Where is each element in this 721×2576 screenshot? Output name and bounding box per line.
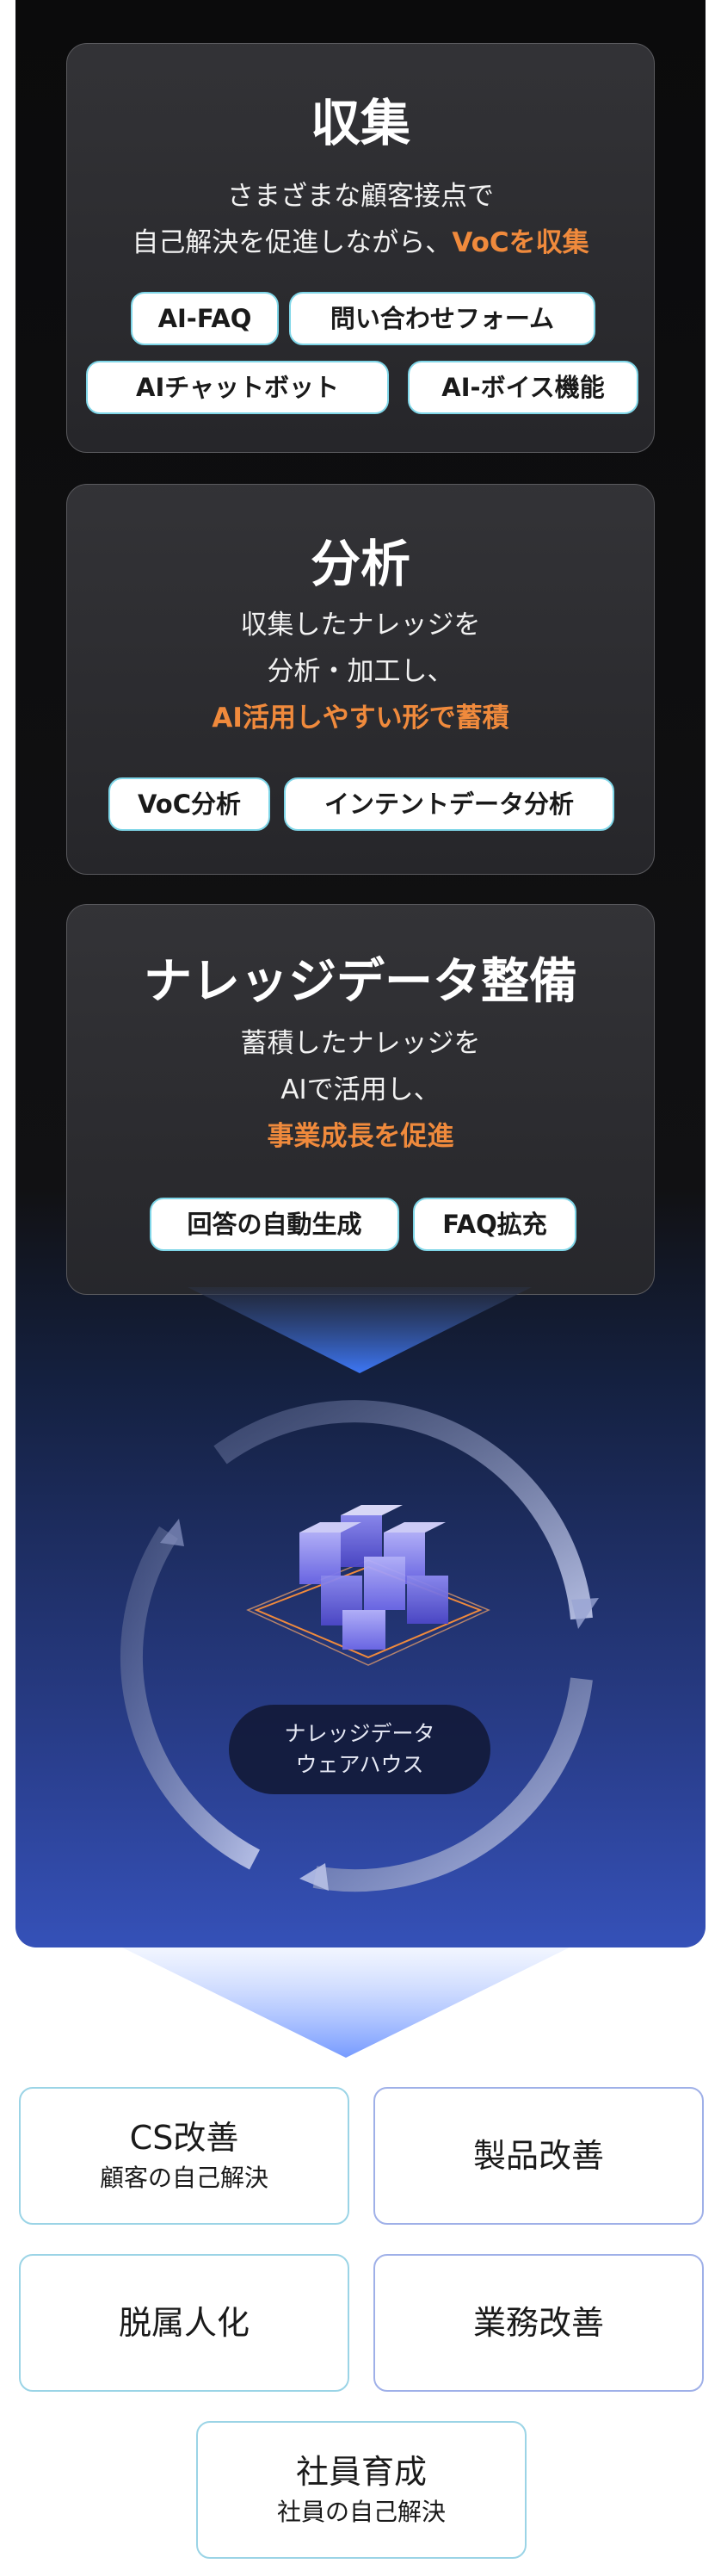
stage-card-analyze: 分析 収集したナレッジを 分析・加工し、 AI活用しやすい形で蓄積 VoC分析 … (66, 484, 655, 875)
hero-panel: 収集 さまざまな顧客接点で 自己解決を促進しながら、VoCを収集 AI-FAQ … (15, 0, 706, 1947)
result-product-improvement: 製品改善 (373, 2087, 704, 2225)
warehouse-label-line: ナレッジデータ (284, 1721, 435, 1746)
chip-inquiry-form: 問い合わせフォーム (289, 292, 595, 345)
desc-line: さまざまな顧客接点で (227, 181, 494, 212)
stage-description: 蓄積したナレッジを AIで活用し、 事業成長を促進 (67, 1020, 654, 1160)
chip-intent-analysis: インテントデータ分析 (284, 777, 614, 831)
chip-ai-voice: AI-ボイス機能 (408, 361, 638, 414)
stage-card-knowledge: ナレッジデータ整備 蓄積したナレッジを AIで活用し、 事業成長を促進 回答の自… (66, 904, 655, 1295)
result-title: CS改善 (129, 2119, 239, 2157)
desc-line: 分析・加工し、 (267, 656, 454, 687)
accent-text: AI活用しやすい形で蓄積 (212, 703, 509, 734)
chip-faq-expansion: FAQ拡充 (413, 1198, 576, 1251)
desc-line: 収集したナレッジを (240, 610, 481, 641)
result-title: 製品改善 (472, 2137, 604, 2175)
stage-title: 収集 (310, 94, 410, 152)
accent-text: VoCを収集 (452, 227, 589, 258)
desc-line: 自己解決を促進しながら、VoCを収集 (132, 227, 589, 258)
warehouse-label: ナレッジデータ ウェアハウス (229, 1705, 490, 1794)
data-cubes-icon (246, 1505, 490, 1666)
stage-description: 収集したナレッジを 分析・加工し、 AI活用しやすい形で蓄積 (67, 602, 654, 741)
result-subtitle: 社員の自己解決 (276, 2498, 446, 2526)
stage-card-collect: 収集 さまざまな顧客接点で 自己解決を促進しながら、VoCを収集 AI-FAQ … (66, 43, 655, 453)
funnel-arrow-glow (188, 1287, 532, 1373)
chip-auto-answer: 回答の自動生成 (150, 1198, 399, 1251)
stage-title: ナレッジデータ整備 (144, 954, 577, 1010)
result-title: 脱属人化 (118, 2304, 250, 2342)
result-title: 社員育成 (295, 2453, 427, 2491)
result-de-personalization: 脱属人化 (19, 2254, 349, 2392)
desc-line: 蓄積したナレッジを (240, 1028, 481, 1059)
result-employee-training: 社員育成 社員の自己解決 (196, 2421, 527, 2559)
result-title: 業務改善 (472, 2304, 604, 2342)
output-funnel-arrow (122, 1947, 570, 2058)
warehouse-label-line: ウェアハウス (295, 1752, 424, 1777)
result-subtitle: 顧客の自己解決 (99, 2164, 268, 2192)
chip-ai-chatbot: AIチャットボット (86, 361, 389, 414)
stage-title: 分析 (310, 535, 410, 593)
desc-line: AIで活用し、 (280, 1074, 441, 1105)
result-operations-improvement: 業務改善 (373, 2254, 704, 2392)
accent-text: 事業成長を促進 (267, 1121, 454, 1152)
result-cs-improvement: CS改善 顧客の自己解決 (19, 2087, 349, 2225)
chip-voc-analysis: VoC分析 (108, 777, 270, 831)
cycle-ring (120, 1400, 599, 1892)
stage-description: さまざまな顧客接点で 自己解決を促進しながら、VoCを収集 (67, 173, 654, 266)
chip-ai-faq: AI-FAQ (131, 292, 279, 345)
